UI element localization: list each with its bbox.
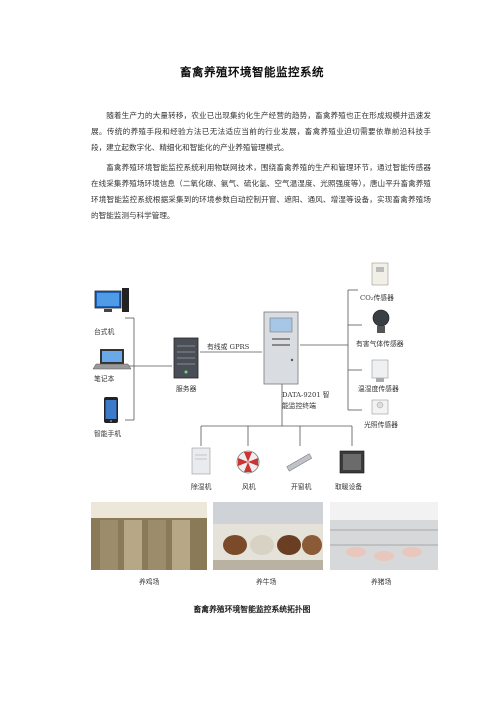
link-label: 有线或 GPRS (207, 343, 250, 351)
connector-lines (125, 289, 362, 446)
smartphone-icon (104, 397, 118, 423)
temp-humidity-sensor-icon (371, 359, 389, 382)
pig-farm-label: 养猪场 (371, 578, 392, 586)
laptop-icon (92, 349, 132, 370)
server-icon (173, 337, 199, 379)
server-label: 服务器 (176, 385, 197, 393)
co2-sensor-icon (371, 262, 389, 286)
page-title: 畜禽养殖环境智能监控系统 (180, 65, 324, 79)
cattle-farm-photo (213, 502, 323, 570)
desktop-icon (94, 288, 129, 312)
fan-label: 风机 (242, 483, 256, 491)
dehumidifier-label: 除湿机 (191, 483, 212, 491)
pig-farm-photo (330, 502, 438, 570)
figure-caption: 畜禽养殖环境智能监控系统拓扑图 (193, 605, 311, 614)
terminal-label-line1: DATA-9201 智 (282, 391, 330, 399)
window-opener-icon (286, 453, 313, 472)
fan-icon (236, 450, 260, 474)
terminal-label-line2: 能监控终端 (282, 402, 316, 410)
chicken-farm-photo (91, 502, 207, 570)
heater-label: 取暖设备 (335, 483, 363, 491)
chicken-farm-label: 养鸡场 (139, 578, 160, 586)
smartphone-label: 智能手机 (94, 430, 122, 438)
window-opener-label: 开窗机 (291, 483, 312, 491)
gas-sensor-label: 有害气体传感器 (356, 340, 404, 348)
system-paragraph: 畜禽养殖环境智能监控系统利用物联网技术，围绕畜禽养殖的生产和管理环节，通过智能传… (91, 163, 431, 220)
desktop-label: 台式机 (94, 328, 115, 336)
terminal-cabinet-icon (263, 311, 299, 385)
cattle-farm-label: 养牛场 (256, 578, 277, 586)
gas-sensor-icon (372, 309, 390, 333)
light-sensor-label: 光照传感器 (364, 421, 398, 429)
temp-humidity-sensor-label: 温湿度传感器 (358, 385, 399, 393)
co2-sensor-label: CO₂传感器 (360, 294, 394, 302)
dehumidifier-icon (191, 447, 211, 475)
laptop-label: 笔记本 (94, 375, 115, 383)
intro-paragraph: 随着生产力的大量转移，农业已出现集约化生产经营的趋势，畜禽养殖也正在形成规模并迅… (91, 111, 431, 152)
light-sensor-icon (371, 399, 389, 415)
heater-icon (339, 450, 365, 474)
